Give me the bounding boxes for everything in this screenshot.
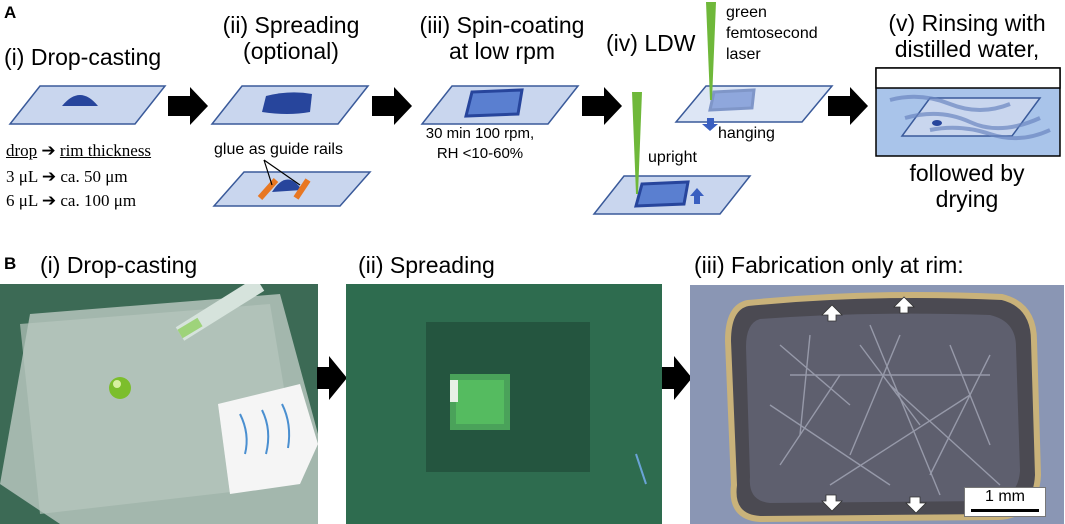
step-4-title: (iv) LDW [606,30,695,56]
panel-b-label: B [4,254,17,273]
step-5-title: (v) Rinsing with distilled water, [872,10,1062,62]
step-4-numeral: (iv) [606,30,638,56]
drop-volume: 6 μL [6,191,38,210]
laser-beam-bottom [632,92,642,194]
scale-bar-line [971,509,1039,512]
photo-1-illustration [0,284,318,524]
drop-table-header: drop ➔ rim thickness [6,140,151,162]
down-arrow-icon [702,118,718,131]
rinse-residue [932,120,942,126]
hanging-label: hanging [718,125,775,142]
drop-header: drop [6,141,38,160]
spin-conditions-line-1: 30 min 100 rpm, [425,125,535,142]
laser-beam-top [706,2,716,100]
photo-fabrication-rim [690,285,1064,524]
photo-3-illustration [690,285,1064,524]
down-arrow-icon [821,494,843,512]
spin-conditions-line-2: RH <10-60% [436,145,524,162]
step-5-title-cont: followed by drying [872,160,1062,212]
photo-3-title: (iii) Fabrication only at rim: [694,252,964,278]
laser-label-line-2: femtosecond [726,25,818,42]
rinse-flow-2 [904,111,1041,131]
step-5-line-3: followed by [909,160,1025,186]
step-3-numeral: (iii) [419,12,451,38]
panel-a-diagram [8,2,1061,215]
spin-coated-film [464,88,524,118]
rim-value: ca. 50 μm [60,167,128,186]
step-1-title: (i) Drop-casting [4,44,161,70]
arrow-right-4 [828,87,868,125]
step-2-title: (ii) Spreading (optional) [216,12,366,64]
right-arrow-icon: ➔ [41,167,57,187]
right-arrow-icon: ➔ [41,191,57,211]
upright-film [634,180,690,208]
up-arrow-icon [893,296,915,314]
rinse-flow-1 [889,94,1011,112]
up-arrow-icon [821,304,843,322]
arrow-right-3 [582,87,622,125]
photo-2-title: (ii) Spreading [352,252,501,281]
upright-label: upright [648,149,697,166]
photo-spreading [346,284,662,524]
laser-label: green femtosecond laser [726,2,818,65]
drop-volume: 3 μL [6,167,38,186]
scale-bar: 1 mm [964,487,1046,517]
step-3-line-2: at low rpm [448,38,556,64]
step-4-line-1: LDW [644,30,696,56]
arrow-right-1 [168,87,208,125]
laser-label-line-3: laser [726,46,761,63]
spin-conditions: 30 min 100 rpm, RH <10-60% [410,124,550,164]
up-arrow-icon [690,188,704,204]
down-arrow-icon [905,496,927,514]
step-1-line-1: Drop-casting [30,44,162,70]
scale-bar-label: 1 mm [985,488,1025,505]
glue-droplet [272,179,302,192]
step-5-line-2: distilled water, [894,36,1040,62]
step-5-line-1: Rinsing with [921,10,1046,36]
drop-table-row: 3 μL ➔ ca. 50 μm [6,166,151,188]
rinse-flow-3 [929,125,1051,141]
rim-value: ca. 100 μm [60,191,137,210]
step-5-numeral: (v) [888,10,916,36]
arrow-right-b2 [662,356,692,400]
rim-header: rim thickness [59,141,152,160]
photo-drop-casting [0,284,318,524]
rinse-tank-air [875,67,1061,89]
step-2-numeral: (ii) [222,12,249,38]
glue-rail-left [257,178,279,200]
photo-2-illustration [346,284,662,524]
droplet [62,95,98,106]
laser-label-line-1: green [726,4,767,21]
arrow-right-2 [372,87,412,125]
step-3-title: (iii) Spin-coating at low rpm [397,12,607,64]
drop-table: drop ➔ rim thickness 3 μL ➔ ca. 50 μm 6 … [6,140,151,212]
step-3-line-1: Spin-coating [456,12,585,38]
step-2-line-2: (optional) [243,38,339,64]
panel-a-label: A [4,3,17,22]
right-arrow-icon: ➔ [41,141,56,161]
glue-pointer-2 [263,159,301,186]
spread-film [262,92,312,114]
arrow-right-b1 [317,356,347,400]
glue-rail-right [293,178,311,200]
glue-pointer-1 [263,159,273,186]
step-2-line-1: Spreading [254,12,360,38]
glue-label: glue as guide rails [214,141,343,158]
drop-table-row: 6 μL ➔ ca. 100 μm [6,190,151,212]
hanging-film [708,88,756,112]
photo-1-title: (i) Drop-casting [34,252,204,281]
step-1-numeral: (i) [4,44,25,70]
step-5-line-4: drying [935,186,999,212]
